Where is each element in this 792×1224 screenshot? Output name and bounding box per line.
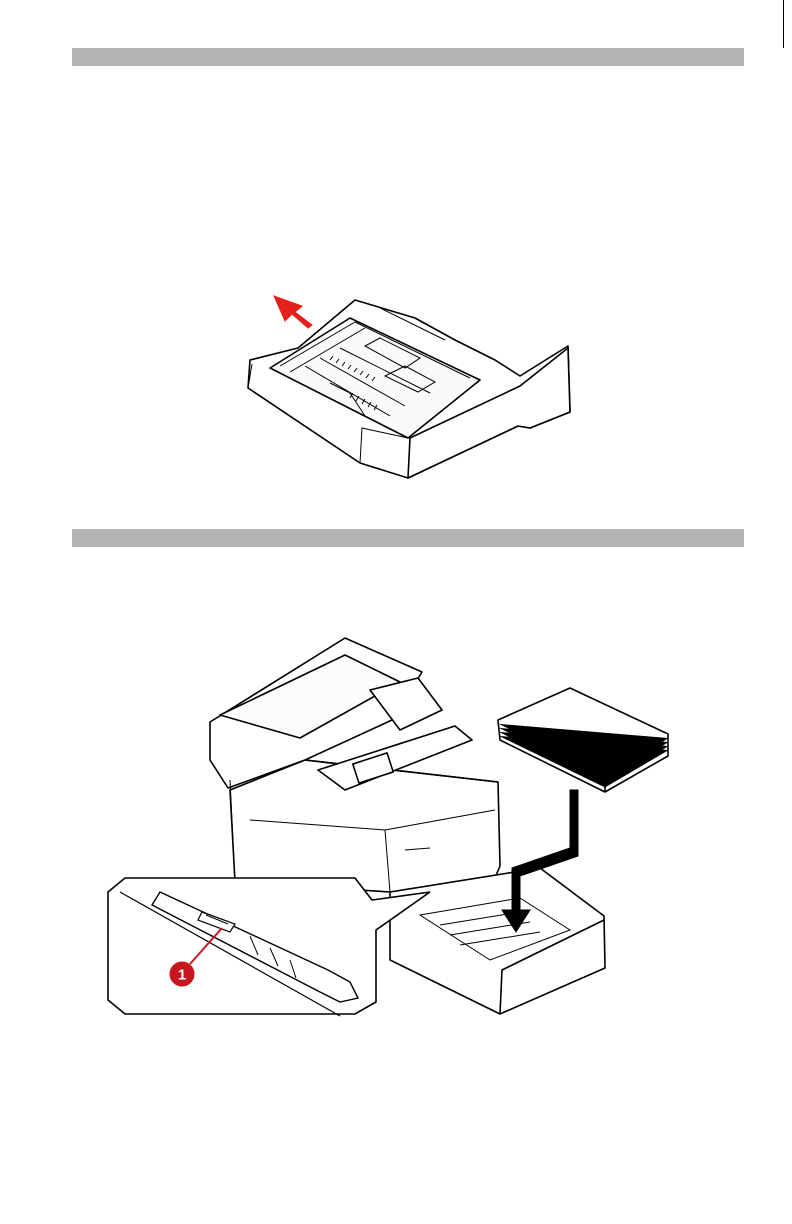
detail-inset: 1 [108,878,430,1016]
figure-load-paper: 1 [100,630,680,1022]
callout-1-label: 1 [178,967,186,984]
crop-mark [783,0,784,48]
figure-paper-tray [230,288,580,488]
section-header-bar-1 [72,48,744,66]
printer-illustration: 1 [100,630,680,1022]
section-header-bar-2 [72,529,744,547]
paper-tray-illustration [230,288,580,488]
pull-direction-arrow [274,296,312,328]
